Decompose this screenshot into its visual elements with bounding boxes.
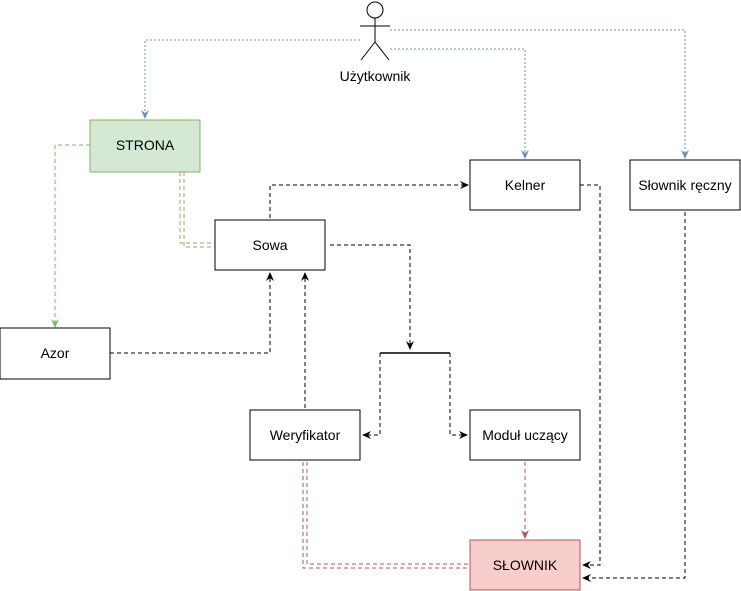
node-azor[interactable]: Azor bbox=[0, 327, 111, 380]
edge-kelner-to-slownik bbox=[580, 184, 601, 569]
node-modul-uczacy[interactable]: Moduł uczący bbox=[469, 409, 581, 461]
edge-sowa-to-kelner bbox=[269, 181, 469, 218]
uzytkownik-label: Użytkownik bbox=[340, 68, 412, 84]
node-azor-label: Azor bbox=[41, 345, 70, 361]
edge-uzytkownik-to-slownik-reczny bbox=[390, 29, 689, 159]
node-slownik-reczny-label: Słownik ręczny bbox=[638, 177, 731, 193]
node-sowa[interactable]: Sowa bbox=[214, 219, 326, 271]
node-kelner[interactable]: Kelner bbox=[469, 159, 581, 211]
node-sowa-label: Sowa bbox=[252, 237, 287, 253]
node-weryfikator-label: Weryfikator bbox=[270, 427, 341, 443]
node-slownik-label: SŁOWNIK bbox=[493, 557, 558, 573]
edge-sowa-to-junction bbox=[330, 244, 414, 350]
edge-strona-sowa-link-a bbox=[179, 172, 215, 244]
edge-azor-to-sowa bbox=[110, 272, 274, 354]
edge-strona-sowa-link-b bbox=[183, 172, 215, 248]
edge-weryfikator-slownik-link-a bbox=[302, 462, 470, 569]
edge-uzytkownik-to-strona bbox=[141, 39, 360, 119]
node-strona-label: STRONA bbox=[116, 137, 175, 153]
uzytkownik-actor-icon[interactable] bbox=[360, 1, 390, 61]
edge-junction-to-weryfikator bbox=[362, 353, 381, 439]
node-slownik-reczny[interactable]: Słownik ręczny bbox=[629, 159, 741, 211]
node-kelner-label: Kelner bbox=[505, 177, 546, 193]
node-strona[interactable]: STRONA bbox=[89, 119, 201, 173]
edge-junction-to-modul-uczacy bbox=[449, 353, 468, 439]
node-weryfikator[interactable]: Weryfikator bbox=[249, 409, 361, 461]
edge-slownik-reczny-to-slownik bbox=[582, 212, 686, 582]
node-slownik[interactable]: SŁOWNIK bbox=[469, 539, 581, 591]
edge-strona-to-azor bbox=[51, 144, 90, 328]
node-modul-uczacy-label: Moduł uczący bbox=[482, 427, 568, 443]
edge-weryfikator-slownik-link-b bbox=[306, 462, 470, 565]
edge-uzytkownik-to-kelner bbox=[390, 48, 529, 159]
